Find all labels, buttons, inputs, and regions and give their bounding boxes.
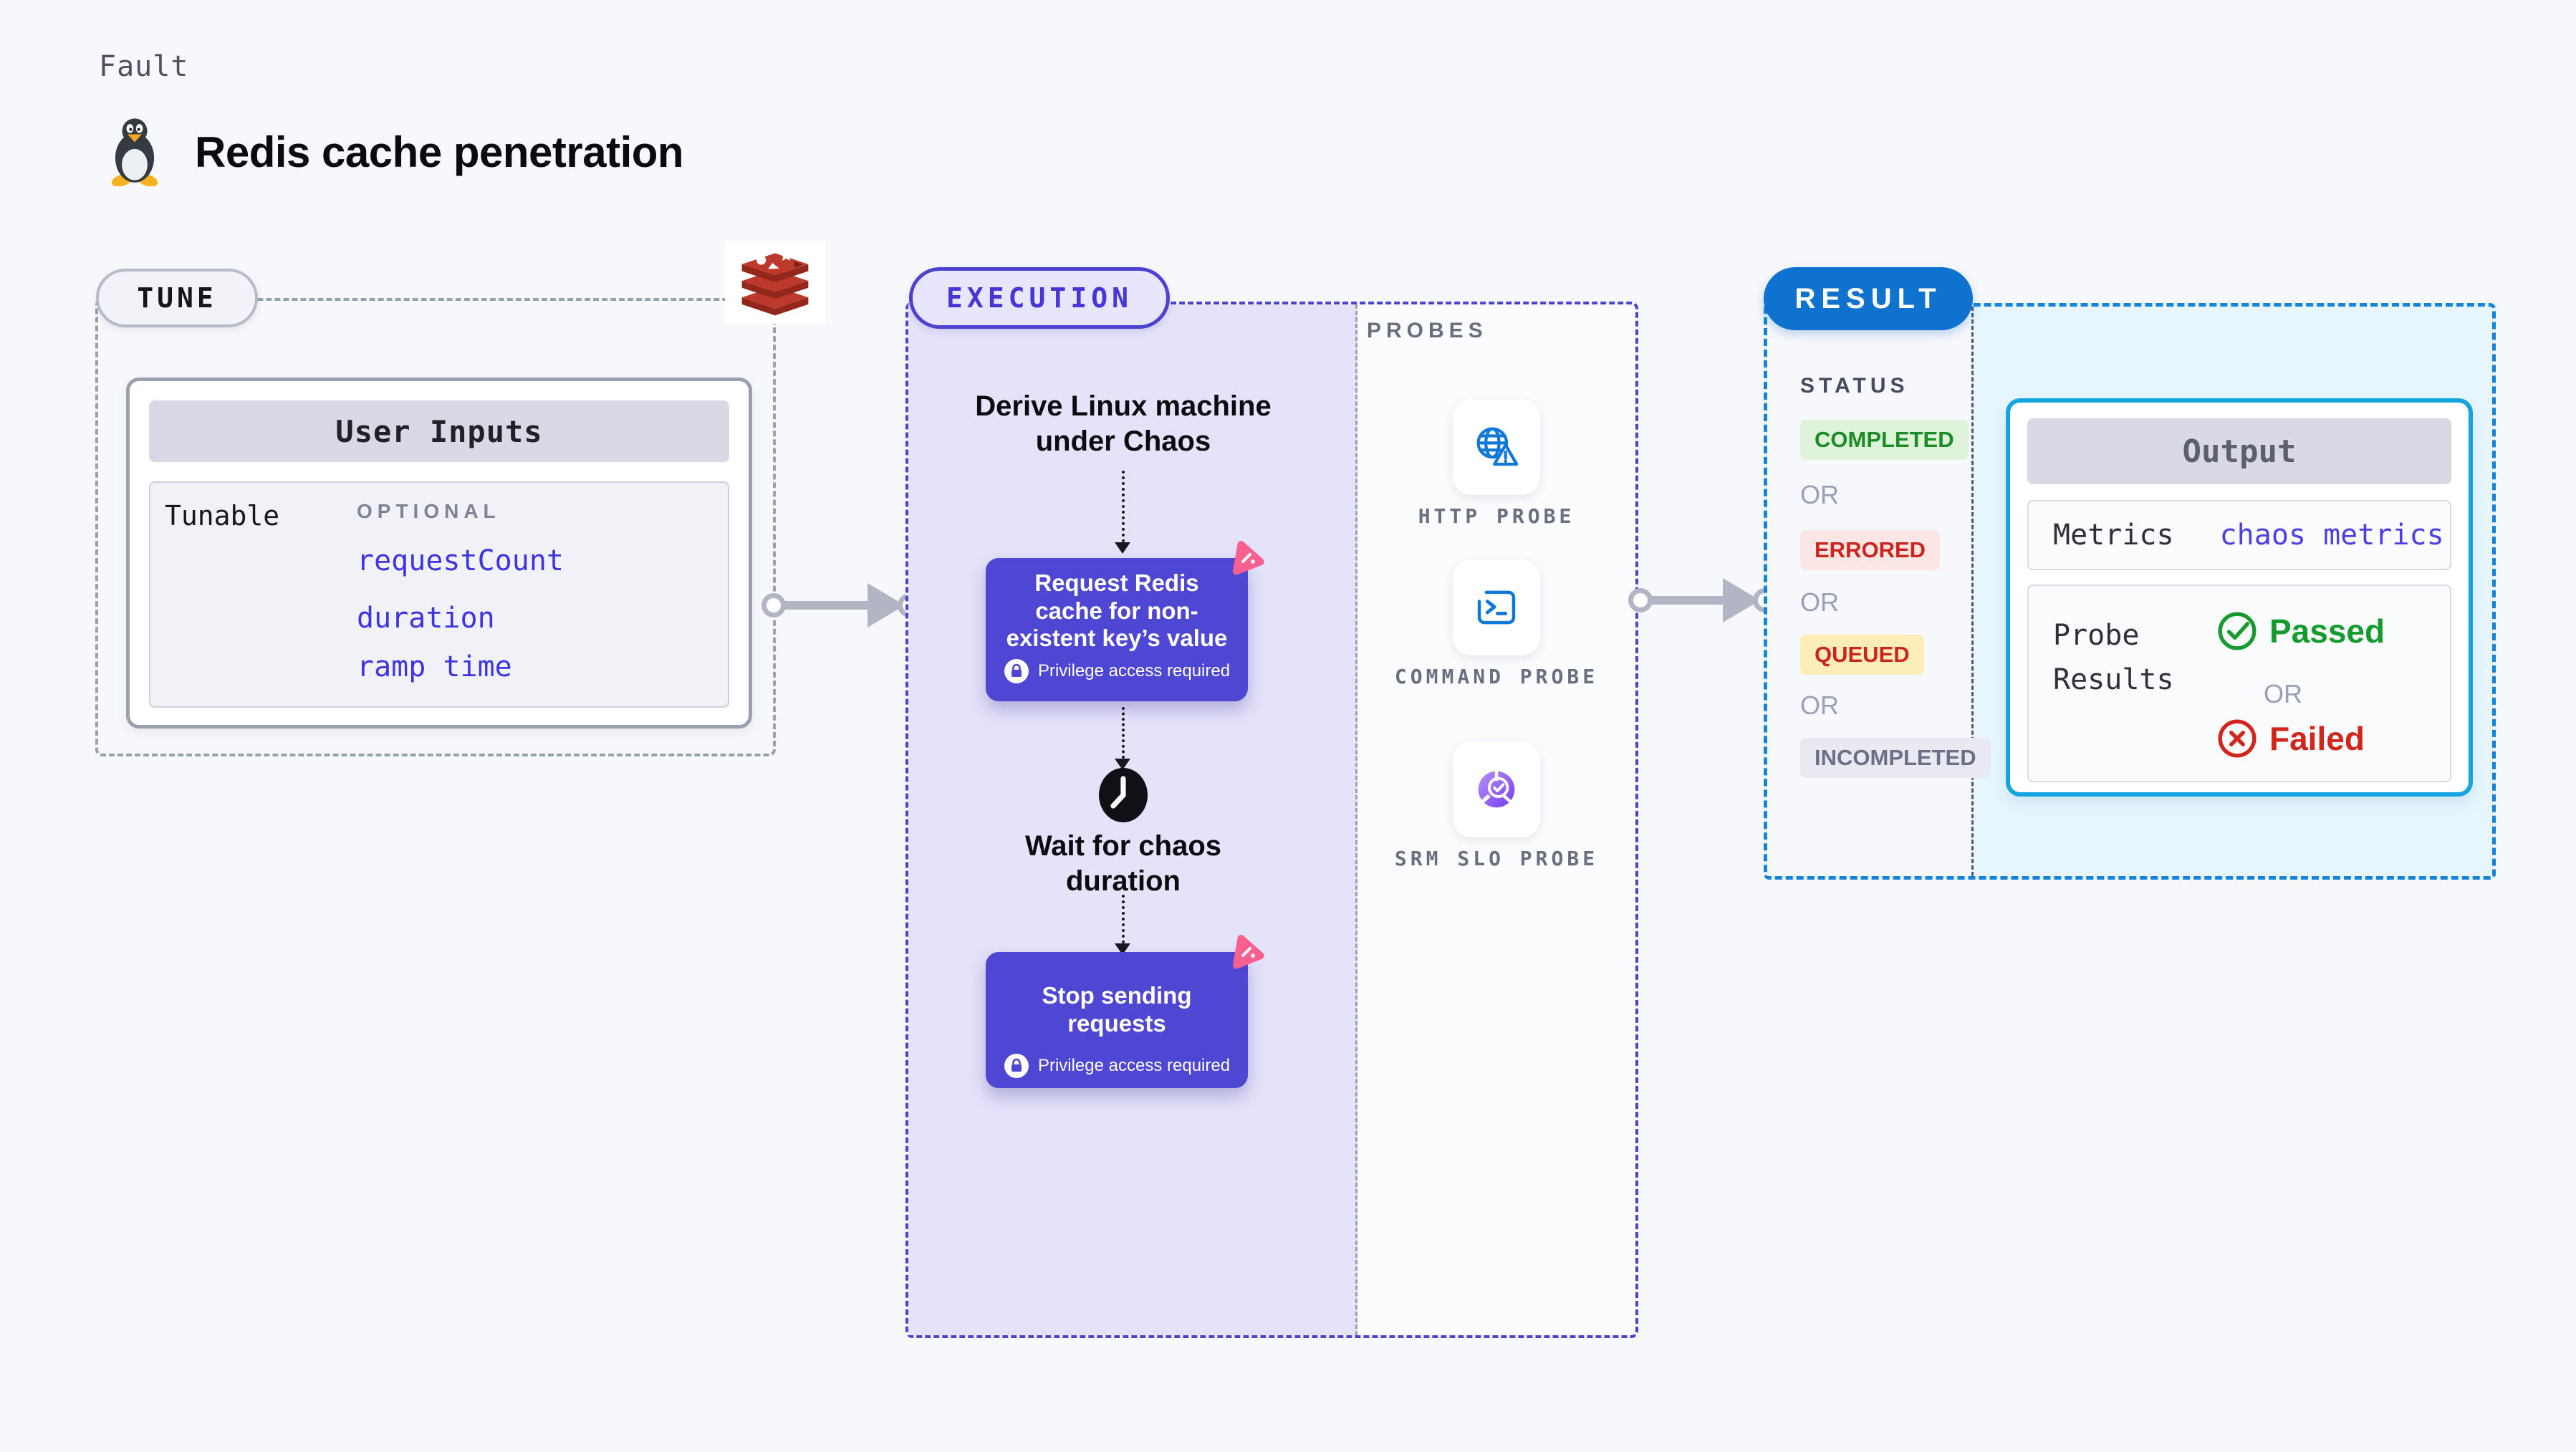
privilege-note: Privilege access required [1037, 660, 1231, 681]
page-title: Redis cache penetration [195, 128, 684, 176]
command-probe-card [1453, 559, 1540, 655]
terminal-icon [1477, 590, 1516, 625]
redis-logo-icon [725, 241, 825, 324]
metrics-row: Metrics chaos metrics [2027, 500, 2451, 570]
http-probe-label: HTTP PROBE [1418, 504, 1575, 528]
x-circle-icon [2218, 719, 2257, 758]
flow-arrow [1122, 471, 1125, 542]
status-badge-incompleted: INCOMPLETED [1800, 738, 1991, 778]
failed-label: Failed [2269, 720, 2365, 757]
flow-arrow [1122, 707, 1125, 759]
probe-results-label: Probe Results [2053, 619, 2174, 696]
result-section-pill: RESULT [1764, 267, 1973, 330]
tunable-link-duration[interactable]: duration [357, 602, 495, 635]
user-inputs-card: User Inputs Tunable OPTIONAL requestCoun… [126, 378, 752, 729]
linux-tux-icon [111, 118, 158, 186]
status-column [1767, 307, 1974, 876]
execution-to-result-arrow [1628, 574, 1777, 626]
http-probe-card [1453, 399, 1540, 495]
output-header: Output [2027, 418, 2451, 484]
output-card: Output Metrics chaos metrics Probe Resul… [2006, 398, 2473, 797]
privilege-note: Privilege access required [1037, 1056, 1231, 1076]
tunable-link-ramp-time[interactable]: ramp time [357, 650, 512, 683]
lock-icon [1004, 1054, 1029, 1079]
metrics-label: Metrics [2053, 519, 2174, 552]
tunable-link-requestcount[interactable]: requestCount [357, 544, 564, 577]
tune-section-pill: TUNE [96, 269, 258, 327]
status-label: STATUS [1800, 374, 1909, 398]
node-stop-requests: Stop sending requests Privilege access r… [986, 952, 1248, 1088]
tunables-panel: Tunable OPTIONAL requestCount duration r… [149, 481, 729, 708]
status-badge-queued: QUEUED [1800, 635, 1924, 675]
fault-eyebrow: Fault [99, 50, 189, 83]
user-inputs-header: User Inputs [149, 400, 729, 462]
wait-clock-icon [1099, 768, 1148, 822]
result-section-box: STATUS COMPLETED OR ERRORED OR QUEUED OR… [1764, 303, 2496, 880]
node-request-redis-cache: Request Redis cache for non-existent key… [986, 558, 1248, 701]
globe-alert-icon [1476, 427, 1519, 466]
flow-arrow-head [1115, 759, 1130, 770]
srm-slo-probe-label: SRM SLO PROBE [1394, 847, 1599, 870]
chaos-metrics-link[interactable]: chaos metrics [2219, 519, 2444, 552]
or-separator: OR [1800, 587, 1839, 617]
check-circle-icon [2218, 612, 2257, 650]
tunable-label: Tunable [165, 500, 280, 532]
privilege-row: Privilege access required [1003, 1053, 1231, 1079]
step-derive-text: Derive Linux machine under Chaos [975, 390, 1272, 457]
probe-results-row: Probe Results Passed OR Failed [2027, 585, 2451, 782]
execution-section-box: Derive Linux machine under Chaos Request… [905, 302, 1638, 1338]
flow-arrow-head [1115, 542, 1130, 554]
node-title: Request Redis cache for non-existent key… [1006, 569, 1228, 652]
lock-icon [1004, 658, 1029, 683]
execution-section-pill: EXECUTION [909, 267, 1170, 329]
status-badge-errored: ERRORED [1800, 530, 1941, 570]
tune-section-box [95, 298, 776, 756]
or-separator: OR [1800, 691, 1839, 720]
node-title: Stop sending requests [1042, 982, 1192, 1037]
chaos-experiment-badge-icon [1232, 541, 1264, 575]
or-separator: OR [2264, 679, 2302, 708]
or-separator: OR [1800, 480, 1839, 509]
chaos-experiment-badge-icon [1232, 935, 1264, 969]
passed-verdict: Passed [2216, 610, 2385, 652]
flow-arrow [1122, 895, 1125, 943]
step-wait-text: Wait for chaos duration [1024, 830, 1222, 897]
slo-donut-icon [1478, 771, 1515, 808]
arrow-shaft [1648, 596, 1730, 605]
tune-to-execution-arrow [761, 580, 922, 631]
arrow-shaft [782, 601, 875, 610]
command-probe-label: COMMAND PROBE [1394, 665, 1599, 688]
failed-verdict: Failed [2216, 718, 2365, 759]
optional-label: OPTIONAL [357, 500, 501, 522]
probes-label: PROBES [1367, 319, 1488, 342]
status-badge-completed: COMPLETED [1800, 420, 1969, 460]
privilege-row: Privilege access required [1003, 658, 1231, 684]
srm-slo-probe-card [1453, 741, 1540, 837]
passed-label: Passed [2269, 612, 2385, 650]
